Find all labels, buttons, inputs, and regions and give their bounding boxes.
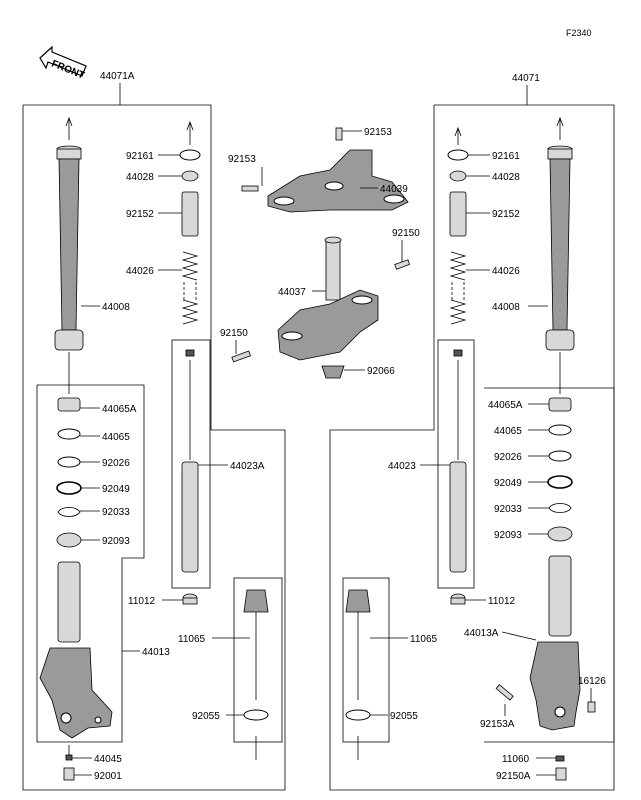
leader-lines [72, 130, 592, 776]
label-44023: 44023 [388, 461, 416, 472]
label-92049-right: 92049 [494, 478, 522, 489]
stem-lower-clamp [231, 236, 411, 379]
label-44028-left: 44028 [126, 172, 154, 183]
label-44026-left: 44026 [126, 266, 154, 277]
label-92153A: 92153A [480, 719, 515, 730]
label-92152-right: 92152 [492, 209, 520, 220]
front-arrow-icon: FRONT [39, 45, 87, 82]
label-92049-left: 92049 [102, 484, 130, 495]
label-44013: 44013 [142, 647, 170, 658]
label-92033-left: 92033 [102, 507, 130, 518]
label-92150-top: 92150 [392, 228, 420, 239]
label-11065-left: 11065 [178, 634, 206, 645]
label-92093-right: 92093 [494, 530, 522, 541]
label-44071A: 44071A [100, 71, 135, 82]
label-11060: 11060 [502, 754, 530, 765]
label-92153-left: 92153 [228, 154, 256, 165]
damper-rod-right [345, 589, 466, 760]
label-44028-right: 44028 [492, 172, 520, 183]
label-44008-left: 44008 [102, 302, 130, 313]
label-92150-left: 92150 [220, 328, 248, 339]
label-92153-top: 92153 [364, 127, 392, 138]
label-44071: 44071 [512, 73, 540, 84]
label-92055-left: 92055 [192, 711, 220, 722]
label-92001: 92001 [94, 771, 122, 782]
label-44026-right: 44026 [492, 266, 520, 277]
outer-tube-left [54, 116, 84, 394]
label-11012-right: 11012 [488, 596, 516, 607]
label-16126: 16126 [578, 676, 606, 687]
label-44065A-left: 44065A [102, 404, 137, 415]
label-44065-left: 44065 [102, 432, 130, 443]
label-11065-right: 11065 [410, 634, 438, 645]
upper-triple-clamp [241, 127, 409, 213]
damper-rod-left [182, 589, 269, 760]
seal-stack-left [56, 397, 82, 548]
diagram-code: F2340 [566, 28, 592, 38]
label-44045: 44045 [94, 754, 122, 765]
label-44013A: 44013A [464, 628, 499, 639]
label-44039: 44039 [380, 184, 408, 195]
label-92161-right: 92161 [492, 151, 520, 162]
label-44023A: 44023A [230, 461, 265, 472]
label-92026-right: 92026 [494, 452, 522, 463]
label-92093-left: 92093 [102, 536, 130, 547]
left-assembly-frame [22, 83, 286, 791]
slider-right [495, 555, 596, 781]
label-92055-right: 92055 [390, 711, 418, 722]
part-labels: 44071A 44071 92161 44028 92152 44026 440… [94, 71, 606, 782]
label-44065-right: 44065 [494, 426, 522, 437]
cartridge-left [179, 120, 201, 573]
cartridge-right [447, 126, 469, 573]
label-92161-left: 92161 [126, 151, 154, 162]
seal-stack-right [547, 397, 573, 542]
outer-tube-right [545, 116, 575, 394]
label-92152-left: 92152 [126, 209, 154, 220]
slider-left [39, 561, 113, 781]
right-assembly-frame [329, 85, 615, 791]
label-92066: 92066 [367, 366, 395, 377]
label-92150A: 92150A [496, 771, 531, 782]
label-92033-right: 92033 [494, 504, 522, 515]
label-44037: 44037 [278, 287, 306, 298]
label-11012-left: 11012 [128, 596, 156, 607]
label-44008-right: 44008 [492, 302, 520, 313]
label-44065A-right: 44065A [488, 400, 523, 411]
label-92026-left: 92026 [102, 458, 130, 469]
